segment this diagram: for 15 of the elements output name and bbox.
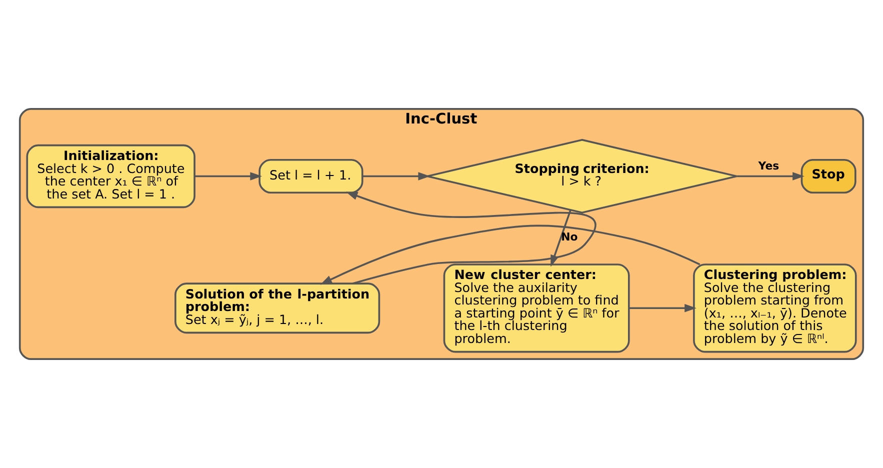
edge-label: Yes	[758, 160, 780, 172]
node-box: Solution of the l-partition problem: Set xⱼ = ỹⱼ, j = 1, …, l.	[174, 282, 380, 334]
arrow	[736, 172, 804, 180]
arrow	[628, 304, 696, 312]
edge-label: No	[561, 230, 578, 244]
node-box: Clustering problem: Solve the clustering problem starting from (x₁, …, xₗ₋₁, ȳ). Denote the solution of this problem by ỹ ∈ ℝⁿˡ.	[693, 264, 857, 353]
arrow	[320, 224, 700, 285]
arrow	[346, 192, 596, 284]
node-diamond: Stopping criterion: l > k ?	[426, 138, 738, 214]
arrow	[194, 172, 262, 180]
node-box: Stop	[800, 158, 856, 194]
node-box: New cluster center: Solve the auxilarity clustering problem to find a starting point ȳ ∈ ℝⁿ for the l-th clustering problem.	[443, 264, 630, 353]
arrow	[362, 172, 430, 180]
node-box: Set l = l + 1.	[258, 158, 364, 194]
node-box: Initialization: Select k > 0 . Compute the center x₁ ∈ ℝⁿ of the set A. Set l = 1 .	[26, 144, 196, 208]
